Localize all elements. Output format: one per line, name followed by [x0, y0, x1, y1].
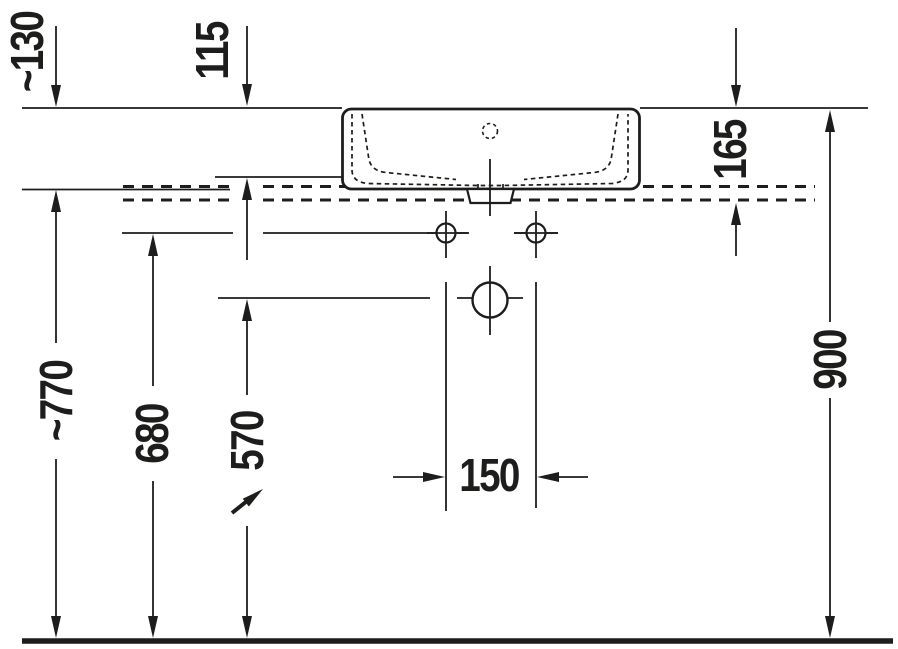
dim-label-outlet-height: 570: [221, 411, 273, 471]
dim-label-basin-height: 165: [704, 120, 756, 180]
dim-165-arrows: [731, 28, 741, 256]
dim-130-arrow: [51, 26, 61, 107]
dim-115-arrows: [242, 26, 252, 260]
dim-570-arrows: [242, 299, 252, 638]
overflow-hole: [481, 122, 499, 140]
dim-770-arrows: [51, 190, 61, 638]
waste-outlet-hole: [471, 266, 509, 335]
dim-label-faucet-height: ~130: [1, 11, 53, 93]
northeast-pointer-icon: [230, 489, 263, 515]
dim-900-arrows: [825, 110, 835, 638]
drain-outlet: [465, 159, 516, 216]
dim-680-arrows: [148, 234, 158, 638]
dim-label-counter-height: ~770: [30, 360, 82, 442]
dim-label-rim-floor-height: 900: [804, 330, 856, 390]
fixing-hole-right: [514, 211, 558, 258]
dim-150-arrows: [393, 282, 588, 511]
dim-label-hole-spacing: 150: [459, 449, 520, 501]
dim-label-fixing-holes-height: 680: [126, 404, 178, 464]
dim-label-rim-above-counter: 115: [186, 22, 238, 80]
fixing-hole-left: [427, 211, 469, 258]
washbasin-body: [341, 107, 641, 191]
